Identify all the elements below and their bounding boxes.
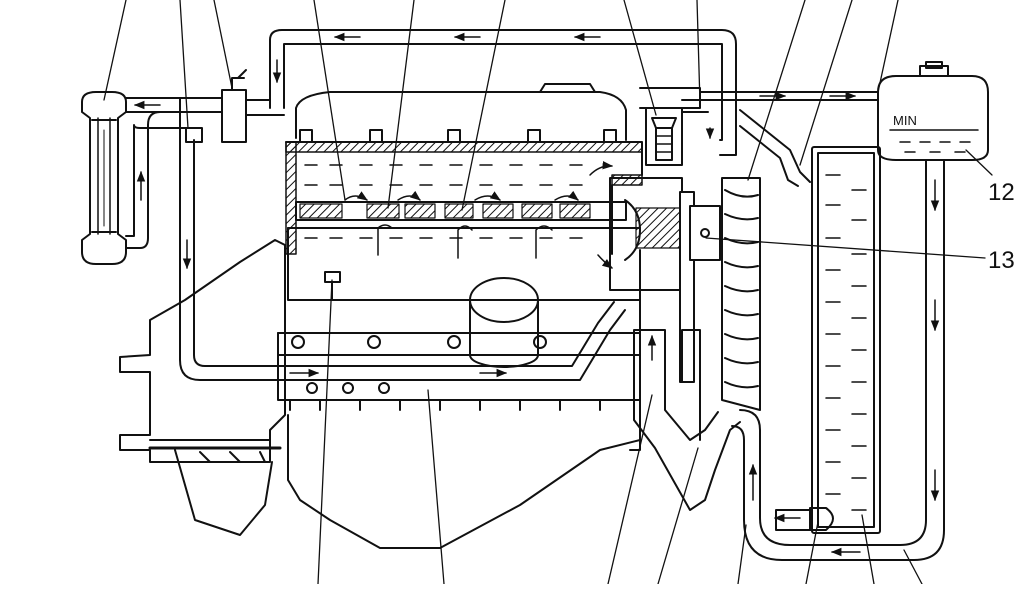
callout-12: 12: [988, 179, 1015, 206]
cylinder-head: [285, 83, 643, 269]
expansion-reservoir: MIN: [877, 61, 989, 161]
callout-13: 13: [988, 247, 1015, 274]
radiator: [809, 146, 881, 534]
cooling-fan: [721, 177, 761, 411]
reservoir-min-label: MIN: [893, 113, 917, 128]
flow-arrows: [133, 32, 940, 557]
coolant-hoses: [125, 29, 945, 561]
leader-lines: [103, 0, 993, 585]
coolant-level-dashes: [304, 164, 583, 239]
engine-block: [119, 227, 641, 549]
water-pump: [609, 177, 721, 441]
heater-core: [81, 91, 127, 265]
